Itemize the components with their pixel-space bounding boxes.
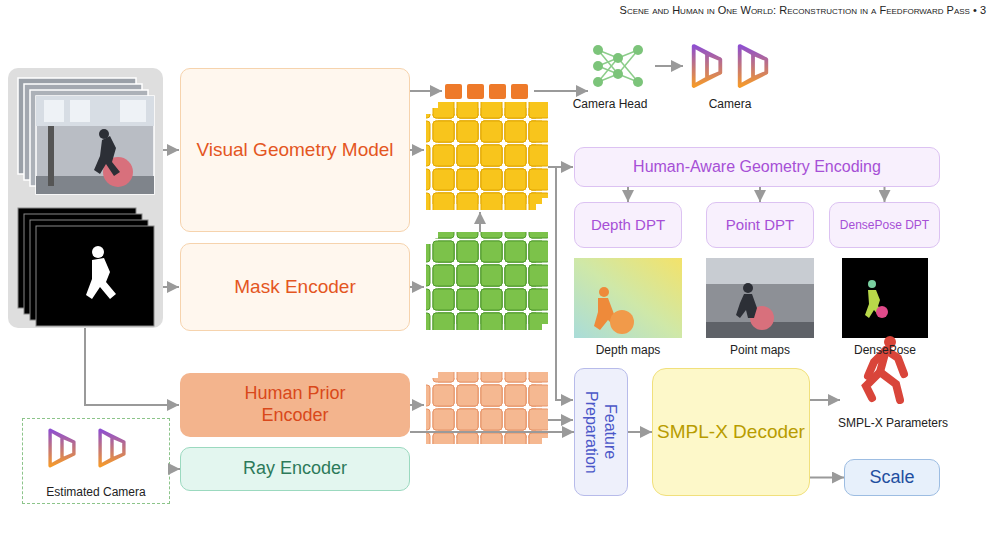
figure-label: Camera Head (560, 97, 660, 111)
node-text: SMPL-X Decoder (657, 421, 805, 444)
flow-arrow (810, 477, 844, 479)
figure-label: SMPL-X Parameters (823, 416, 963, 430)
flow-arrow (410, 431, 574, 433)
figure-label: Point maps (706, 343, 814, 357)
process-box: Visual Geometry Model (180, 68, 410, 232)
flow-arrow (627, 187, 629, 202)
node-text: Estimated Camera (46, 485, 145, 499)
node-text: DensePose DPT (840, 218, 929, 232)
process-box: Feature Preparation (574, 368, 628, 496)
process-box: Scale (844, 459, 940, 496)
process-box: Mask Encoder (180, 243, 410, 331)
flow-arrow (628, 431, 652, 433)
process-box: Human-Aware Geometry Encoding (574, 147, 940, 187)
node-text: Mask Encoder (234, 276, 355, 299)
flow-arrow (884, 187, 886, 202)
figure-label: Depth maps (574, 343, 682, 357)
process-box: Depth DPT (574, 202, 682, 248)
node-text: Depth DPT (591, 216, 665, 234)
node-text: Scale (869, 467, 914, 489)
figure-label: Camera (680, 97, 780, 111)
process-box: SMPL-X Decoder (652, 368, 810, 496)
process-box: Point DPT (706, 202, 814, 248)
running-header: Scene and Human in One World: Reconstruc… (440, 4, 986, 17)
node-text: Feature Preparation (582, 369, 620, 495)
node-text: Ray Encoder (243, 458, 347, 480)
process-box: DensePose DPT (829, 202, 940, 248)
process-box: Ray Encoder (180, 447, 410, 491)
process-box: Human Prior Encoder (180, 373, 410, 437)
node-text: Human-Aware Geometry Encoding (633, 157, 881, 176)
node-text: Visual Geometry Model (196, 139, 393, 162)
flow-arrow (759, 187, 761, 202)
flow-arrow (170, 468, 180, 470)
node-text: Point DPT (726, 216, 794, 234)
figure-label: DensePose (835, 343, 935, 357)
process-box: Estimated Camera (22, 418, 170, 504)
node-text: Human Prior Encoder (230, 383, 360, 426)
